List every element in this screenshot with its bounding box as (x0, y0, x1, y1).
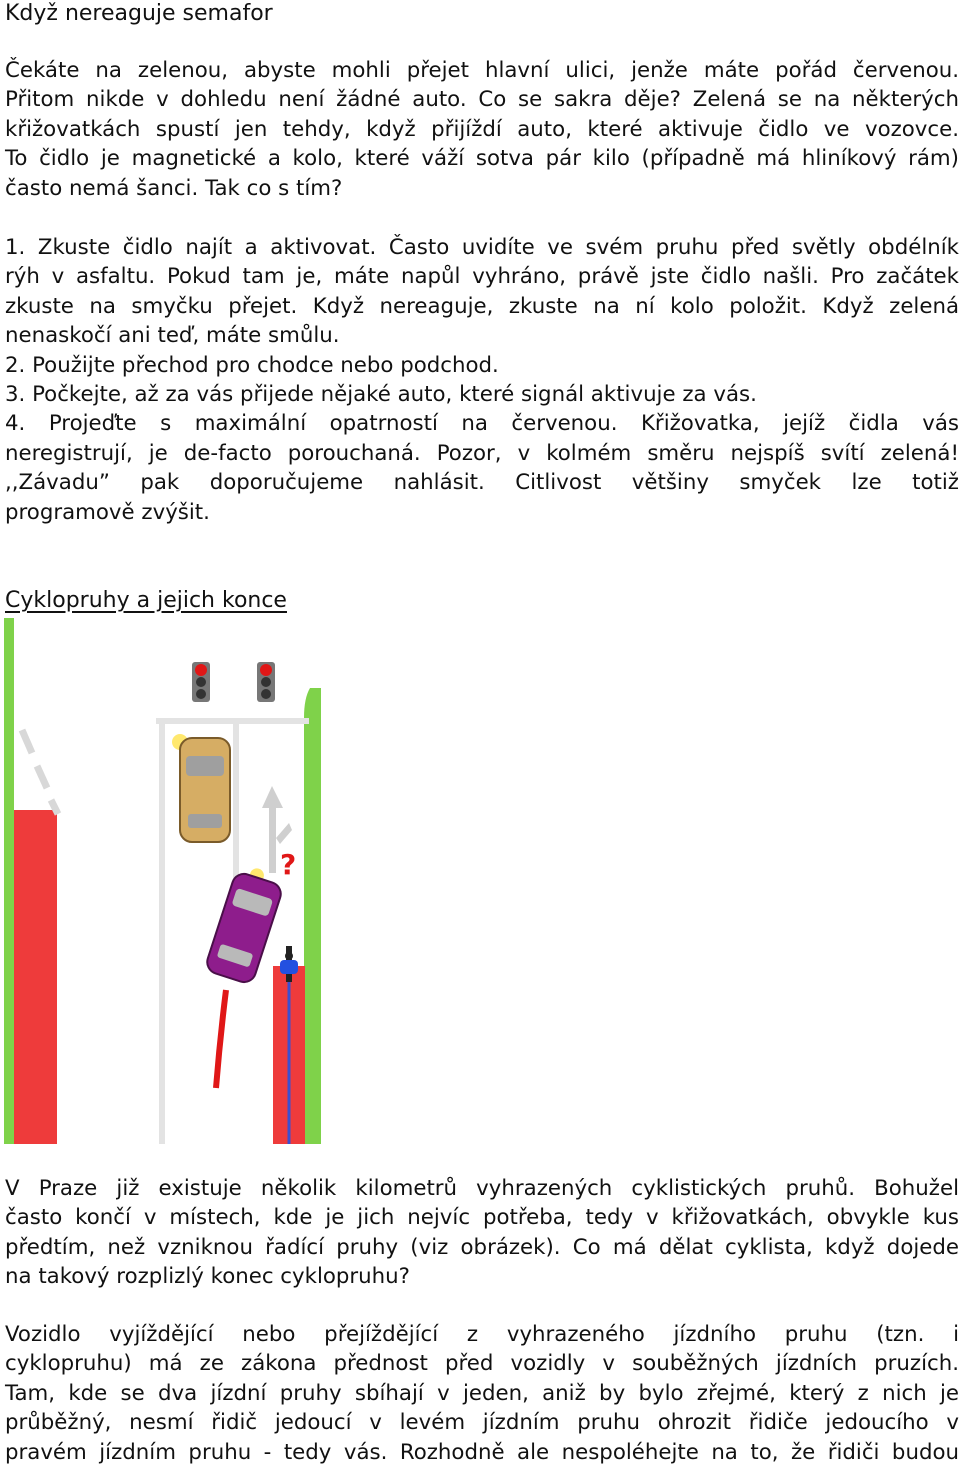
bike-lane-paragraph-2: Vozidlo vyjíždějící nebo přejíždějící z … (5, 1320, 959, 1467)
text-line: V Praze již existuje několik kilometrů v… (5, 1176, 959, 1201)
list-line: 1. Zkuste čidlo najít a aktivovat. Často… (5, 235, 959, 260)
intro-paragraph: Čekáte na zelenou, abyste mohli přejet h… (5, 56, 959, 203)
list-line: 3. Počkejte, až za vás přijede nějaké au… (5, 382, 757, 408)
text-line: pravém jízdním pruhu - tedy vás. Rozhodn… (5, 1439, 959, 1465)
lane-arrow (262, 786, 292, 873)
tips-list: 1. Zkuste čidlo najít a aktivovat. Často… (5, 233, 959, 527)
grass-left (4, 618, 14, 1144)
list-line: programově zvýšit. (5, 499, 210, 525)
section-title-bike-lanes: Cyklopruhy a jejich konce (5, 588, 287, 613)
text-line: Tam, kde se dva jízdní pruhy sbíhají v j… (5, 1380, 959, 1406)
list-line: rýh v asfaltu. Pokud tam je, máte napůl … (5, 264, 959, 290)
list-line: nenaskočí ani teď, máte smůlu. (5, 323, 340, 349)
list-line: 4. Projeďte s maximální opatrností na če… (5, 411, 959, 437)
text-line: často končí v místech, kde je jich nejví… (5, 1205, 959, 1231)
text-line: křižovatkách spustí jen tehdy, když přij… (5, 116, 959, 142)
text-line: na takový rozplizlý konec cyklopruhu? (5, 1264, 410, 1290)
question-mark: ? (280, 848, 296, 881)
text-line: Čekáte na zelenou, abyste mohli přejet h… (5, 58, 959, 83)
car-beige (172, 734, 231, 843)
car-purple (206, 868, 282, 984)
car-trail (213, 989, 229, 1089)
bike-lane-paragraph-1: V Praze již existuje několik kilometrů v… (5, 1174, 959, 1292)
traffic-light-left (192, 662, 210, 702)
text-line: Přitom nikde v dohledu není žádné auto. … (5, 87, 959, 113)
list-line: 2. Použijte přechod pro chodce nebo podc… (5, 352, 499, 378)
bike-lane-ending-illustration: ? (4, 618, 321, 1144)
text-line: průběžný, nesmí řidič jedoucí v levém jí… (5, 1410, 959, 1436)
text-line: často nemá šanci. Tak co s tím? (5, 175, 343, 201)
cyclist-icon (280, 946, 298, 982)
text-line: Vozidlo vyjíždějící nebo přejíždějící z … (5, 1322, 959, 1347)
section-title-traffic-light: Když nereaguje semafor (5, 1, 273, 26)
red-zone-left (14, 810, 57, 1144)
grass-right (304, 688, 321, 1144)
dashed-diagonal (18, 728, 62, 816)
list-line: ,,Závadu” pak doporučujeme nahlásit. Cit… (5, 470, 959, 496)
list-line: zkuste na smyčku přejet. Když nereaguje,… (5, 293, 959, 319)
text-line: předtím, než vzniknou řadící pruhy (viz … (5, 1234, 959, 1260)
text-line: cyklopruhu) má ze zákona přednost před v… (5, 1351, 959, 1377)
text-line: To čidlo je magnetické a kolo, které váž… (5, 146, 959, 172)
list-line: neregistrují, je de-facto porouchaná. Po… (5, 440, 959, 466)
traffic-light-right (257, 662, 275, 702)
